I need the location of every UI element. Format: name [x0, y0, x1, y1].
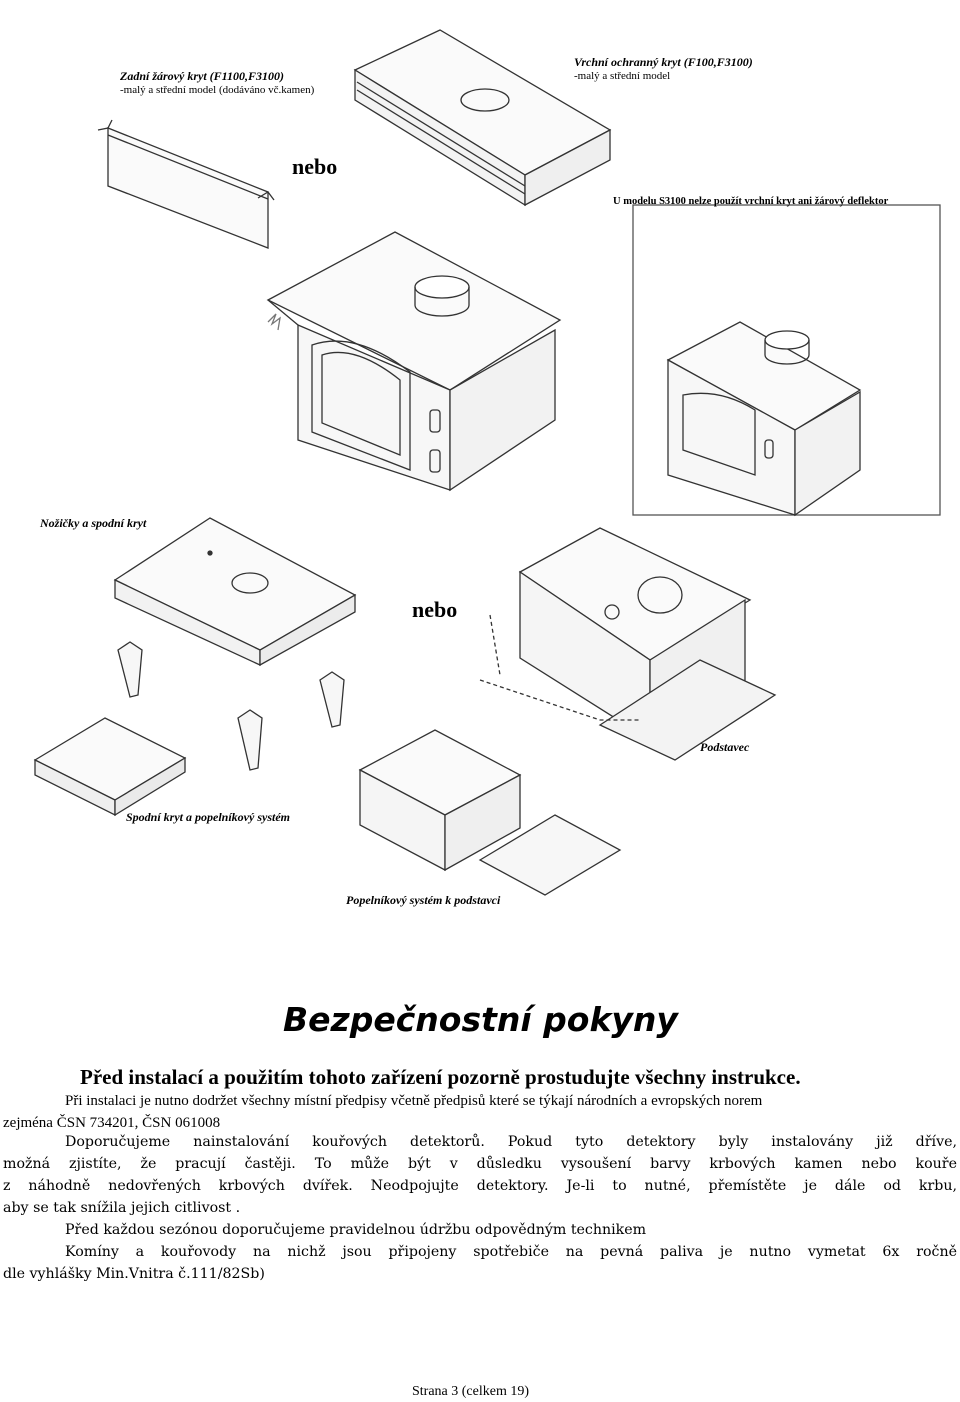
paragraph-maintenance: Před každou sezónou doporučujeme pravide… [3, 1219, 957, 1241]
top-cover-drawing [353, 29, 612, 207]
section-heading: Bezpečnostní pokyny [283, 1000, 678, 1039]
paragraph-regulations-line-2: zejména ČSN 734201, ČSN 061008 [3, 1115, 221, 1131]
paragraph-regulations: Při instalaci je nutno dodržet všechny m… [3, 1090, 957, 1134]
main-stove-drawing [266, 231, 562, 492]
s3100-model-drawing [632, 204, 941, 517]
label-rear-heat-shield: Zadní žárový kryt (F1100,F3100) [120, 69, 284, 83]
page-number: Strana 3 (celkem 19) [412, 1384, 530, 1399]
paragraph-chimney-line-1: Komíny a kouřovody na nichž jsou připoje… [65, 1244, 957, 1260]
paragraph-chimney-line-2: dle vyhlášky Min.Vnitra č.111/82Sb) [3, 1266, 265, 1282]
bottom-cover-ash-drawing [33, 717, 622, 896]
section-subheading: Před instalací a použitím tohoto zařízen… [80, 1065, 801, 1089]
label-legs-bottom-cover: Nožičky a spodní kryt [40, 516, 147, 530]
paragraph-smoke-detectors-line-1: Doporučujeme nainstalování kouřových det… [65, 1134, 957, 1150]
label-rear-heat-shield-sub: -malý a střední model (dodáváno vč.kamen… [120, 84, 315, 96]
paragraph-regulations-line-1: Při instalaci je nutno dodržet všechny m… [65, 1093, 763, 1109]
paragraph-smoke-detectors-line-2: možná zjistíte, že pracují častěji. To m… [3, 1156, 957, 1172]
label-s3100-note: U modelu S3100 nelze použít vrchní kryt … [613, 196, 889, 207]
pedestal-drawing [479, 527, 777, 761]
label-top-cover-sub: -malý a střední model [574, 70, 671, 82]
paragraph-smoke-detectors-line-3: z náhodně nedovřených krbových dvířek. N… [3, 1178, 957, 1194]
label-ash-system-pedestal: Popelníkový systém k podstavci [346, 893, 501, 907]
label-pedestal: Podstavec [700, 740, 750, 754]
rear-heat-shield-drawing [97, 119, 275, 249]
paragraph-chimney: Komíny a kouřovody na nichž jsou připoje… [3, 1241, 957, 1285]
label-top-cover: Vrchní ochranný kryt (F100,F3100) [574, 55, 753, 69]
paragraph-smoke-detectors-line-4: aby se tak snížila jejich citlivost . [3, 1200, 241, 1216]
stove-exploded-drawing [33, 29, 941, 896]
label-nebo-top: nebo [292, 154, 338, 179]
label-nebo-middle: nebo [412, 597, 458, 622]
paragraph-smoke-detectors: Doporučujeme nainstalování kouřových det… [3, 1131, 957, 1219]
label-bottom-cover-ash-system: Spodní kryt a popelníkový systém [126, 810, 290, 824]
paragraph-maintenance-line: Před každou sezónou doporučujeme pravide… [65, 1222, 647, 1238]
legs-bottom-cover-drawing [113, 517, 357, 771]
